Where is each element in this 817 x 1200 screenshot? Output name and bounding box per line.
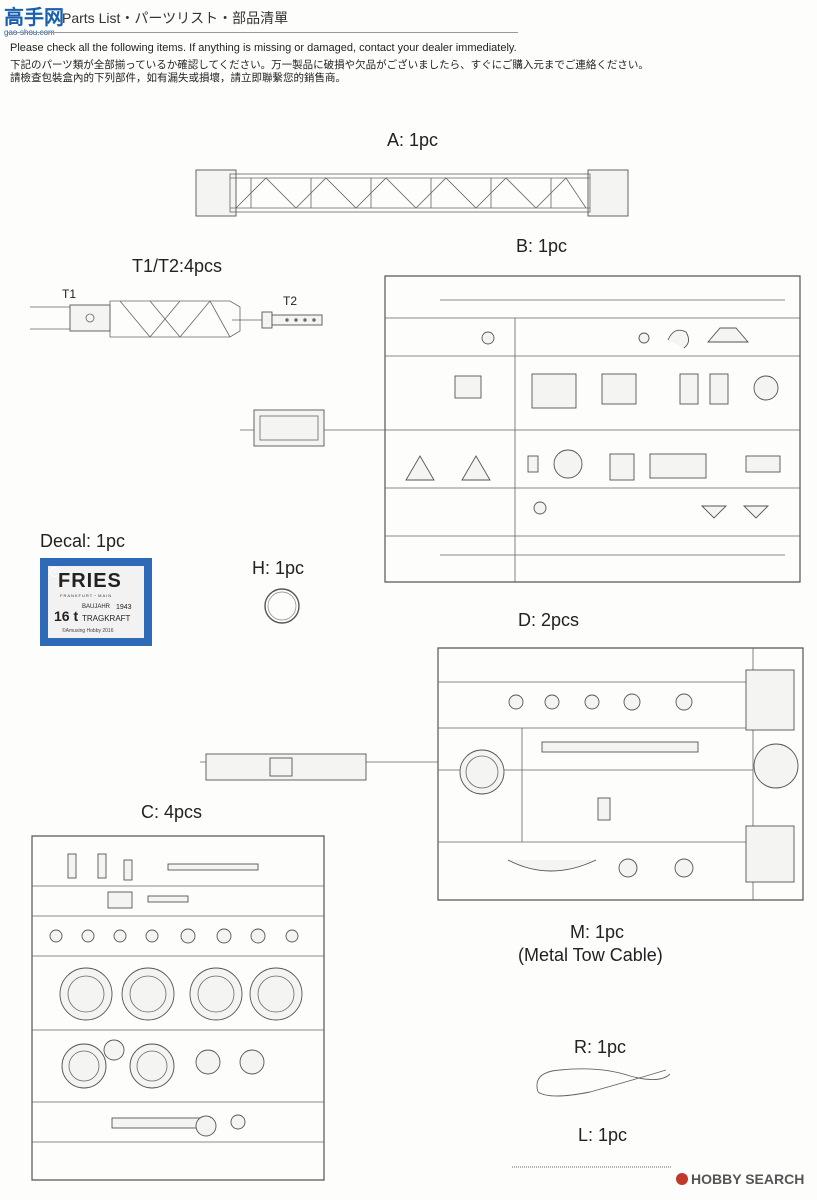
label-part-r: R: 1pc: [574, 1037, 627, 1057]
part-r-drawing: [536, 1068, 671, 1097]
part-t1-drawing: [30, 300, 241, 338]
label-part-l: L: 1pc: [578, 1125, 628, 1145]
note-english: Please check all the following items. If…: [10, 42, 517, 54]
watermark-text: HOBBY SEARCH: [691, 1171, 805, 1187]
decal-copyright: ©Amusing Hobby 2016: [62, 628, 114, 634]
label-part-b: B: 1pc: [516, 236, 568, 256]
decal-tonnage: 16 t: [54, 608, 79, 624]
label-part-d: D: 2pcs: [518, 610, 580, 630]
page-title: Parts List・パーツリスト・部品清單: [62, 10, 289, 26]
decal-baujahr: BAUJAHR: [82, 604, 111, 610]
label-part-t: T1/T2:4pcs: [132, 256, 223, 276]
decal-card: ① FRIES FRANKFURT・MAIN 16 t BAUJAHR 1943…: [48, 566, 144, 638]
part-a-drawing: [195, 169, 629, 217]
note-japanese: 下記のパーツ類が全部揃っているか確認してください。万一製品に破損や欠品がございま…: [10, 59, 649, 71]
decal-tragkraft: TRAGKRAFT: [82, 614, 131, 623]
logo-text: 高手网: [4, 5, 64, 29]
label-part-c: C: 4pcs: [141, 802, 203, 822]
label-part-m: M: 1pc: [570, 922, 625, 942]
decal-year: 1943: [116, 604, 132, 611]
label-part-h: H: 1pc: [252, 558, 305, 578]
watermark: HOBBY SEARCH: [676, 1171, 804, 1187]
part-l-drawing: [512, 1166, 672, 1168]
decal-sub: FRANKFURT・MAIN: [60, 593, 113, 598]
hobbysearch-logo-icon: [676, 1173, 688, 1185]
note-chinese: 請檢查包裝盒內的下列部件，如有漏失或損壞，請立即聯繫您的銷售商。: [10, 72, 346, 84]
decal-sheet: ① FRIES FRANKFURT・MAIN 16 t BAUJAHR 1943…: [40, 558, 152, 646]
header-divider: [8, 32, 518, 33]
sprue-b-drawing: [240, 275, 801, 583]
sprue-d-drawing: [200, 647, 804, 901]
label-decal: Decal: 1pc: [40, 531, 126, 551]
label-part-t2: T2: [283, 294, 298, 308]
sprue-c-drawing: [31, 835, 325, 1181]
label-part-m-note: (Metal Tow Cable): [518, 945, 663, 965]
part-h-drawing: [264, 588, 300, 624]
label-part-a: A: 1pc: [387, 130, 439, 150]
part-t2-drawing: [232, 311, 323, 329]
decal-brand: FRIES: [58, 570, 122, 592]
decal-number: ①: [50, 567, 60, 577]
label-part-t1: T1: [62, 287, 77, 301]
